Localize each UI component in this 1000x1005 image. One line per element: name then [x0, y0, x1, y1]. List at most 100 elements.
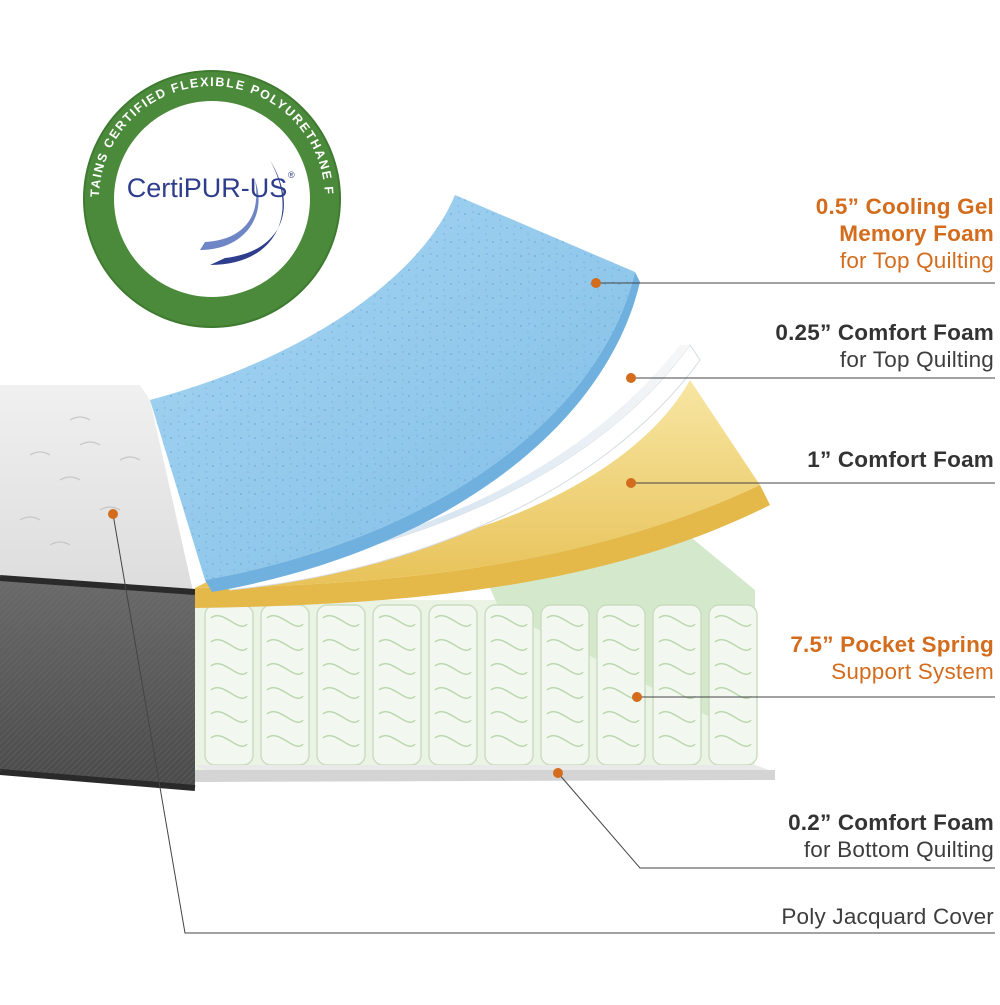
spring-coil: [322, 639, 360, 651]
marker-pocket-spring: [632, 692, 642, 702]
spring-coil: [266, 687, 304, 699]
label-pocket-spring: 7.5” Pocket Spring Support System: [790, 631, 994, 685]
leader-lines: [112, 282, 995, 934]
spring-coil: [322, 615, 360, 627]
cooling-gel-foam: [150, 195, 640, 592]
spring-coil: [434, 687, 472, 699]
spring-coil: [210, 711, 248, 723]
spring-coil: [266, 615, 304, 627]
spring-coil: [546, 735, 584, 747]
spring-coil: [322, 687, 360, 699]
spring-coil: [434, 711, 472, 723]
label-cooling-gel-line1b: Memory Foam: [839, 221, 994, 246]
spring-pocket: [204, 604, 254, 766]
spring-pocket: [708, 604, 758, 766]
spring-coil: [434, 615, 472, 627]
spring-coil: [490, 687, 528, 699]
label-cover: Poly Jacquard Cover: [781, 903, 994, 930]
spring-coil: [210, 687, 248, 699]
certipur-badge: CONTAINS CERTIFIED FLEXIBLE POLYURETHANE…: [0, 0, 341, 328]
label-comfort-02-line1: 0.2” Comfort Foam: [788, 810, 994, 835]
spring-coil: [378, 687, 416, 699]
spring-coil: [714, 735, 752, 747]
spring-coil: [658, 663, 696, 675]
spring-coil: [378, 615, 416, 627]
marker-comfort-02: [553, 768, 563, 778]
leader-line-cover: [112, 513, 995, 934]
spring-coil: [378, 663, 416, 675]
label-cooling-gel: 0.5” Cooling Gel Memory Foam for Top Qui…: [816, 193, 994, 274]
spring-coil: [658, 639, 696, 651]
label-cover-line1: Poly Jacquard Cover: [781, 904, 994, 929]
spring-coil: [546, 663, 584, 675]
label-comfort-1-line1: 1” Comfort Foam: [807, 447, 994, 472]
certipur-logo-text: CertiPUR-US: [127, 173, 288, 203]
label-pocket-spring-line1: 7.5” Pocket Spring: [790, 632, 994, 657]
spring-coil: [602, 735, 640, 747]
marker-cover: [108, 509, 118, 519]
spring-coil: [434, 735, 472, 747]
label-comfort-02: 0.2” Comfort Foam for Bottom Quilting: [788, 809, 994, 863]
spring-pocket: [596, 604, 646, 766]
spring-coil: [658, 615, 696, 627]
spring-coil: [490, 711, 528, 723]
spring-pocket: [428, 604, 478, 766]
spring-coil: [602, 663, 640, 675]
spring-coil: [210, 615, 248, 627]
spring-coil: [378, 711, 416, 723]
spring-coil: [490, 735, 528, 747]
spring-coil: [322, 735, 360, 747]
marker-cooling-gel: [591, 278, 601, 288]
spring-coil: [378, 735, 416, 747]
spring-coil: [714, 615, 752, 627]
label-comfort-025-line2: for Top Quilting: [839, 347, 994, 372]
marker-comfort-025: [626, 373, 636, 383]
spring-pocket: [260, 604, 310, 766]
spring-coil: [210, 663, 248, 675]
pocket-spring-block: [195, 520, 758, 770]
spring-coil: [658, 711, 696, 723]
spring-coil: [266, 663, 304, 675]
spring-pocket: [372, 604, 422, 766]
spring-coil: [546, 711, 584, 723]
spring-coil: [602, 639, 640, 651]
label-comfort-02-line2: for Bottom Quilting: [803, 837, 994, 862]
spring-pocket: [484, 604, 534, 766]
spring-coil: [602, 615, 640, 627]
label-comfort-025-line1: 0.25” Comfort Foam: [775, 320, 994, 345]
spring-coil: [322, 663, 360, 675]
label-comfort-025: 0.25” Comfort Foam for Top Quilting: [775, 319, 994, 373]
spring-coil: [602, 711, 640, 723]
spring-pocket: [316, 604, 366, 766]
spring-coil: [266, 639, 304, 651]
spring-coil: [210, 735, 248, 747]
spring-coil: [490, 639, 528, 651]
spring-coil: [266, 711, 304, 723]
marker-dots: [108, 278, 642, 778]
label-pocket-spring-line2: Support System: [831, 659, 994, 684]
spring-coil: [490, 615, 528, 627]
label-comfort-1: 1” Comfort Foam: [807, 446, 994, 473]
label-cooling-gel-line2: for Top Quilting: [839, 248, 994, 273]
spring-coil: [378, 639, 416, 651]
mattress-cover: [0, 385, 196, 791]
label-cooling-gel-line1a: 0.5” Cooling Gel: [815, 194, 994, 219]
spring-coil: [434, 663, 472, 675]
registered-mark: ®: [288, 170, 295, 180]
spring-coil: [266, 735, 304, 747]
spring-pocket: [540, 604, 590, 766]
white-comfort-foam: [208, 344, 701, 591]
yellow-comfort-foam: [195, 380, 770, 608]
spring-coil: [434, 639, 472, 651]
spring-coil: [714, 663, 752, 675]
leader-line-comfort-02: [557, 772, 995, 869]
marker-comfort-1: [626, 478, 636, 488]
spring-coil: [490, 663, 528, 675]
bottom-comfort-foam: [195, 765, 775, 782]
spring-coil: [714, 711, 752, 723]
spring-coil: [658, 735, 696, 747]
spring-coil: [322, 711, 360, 723]
spring-coil: [546, 615, 584, 627]
